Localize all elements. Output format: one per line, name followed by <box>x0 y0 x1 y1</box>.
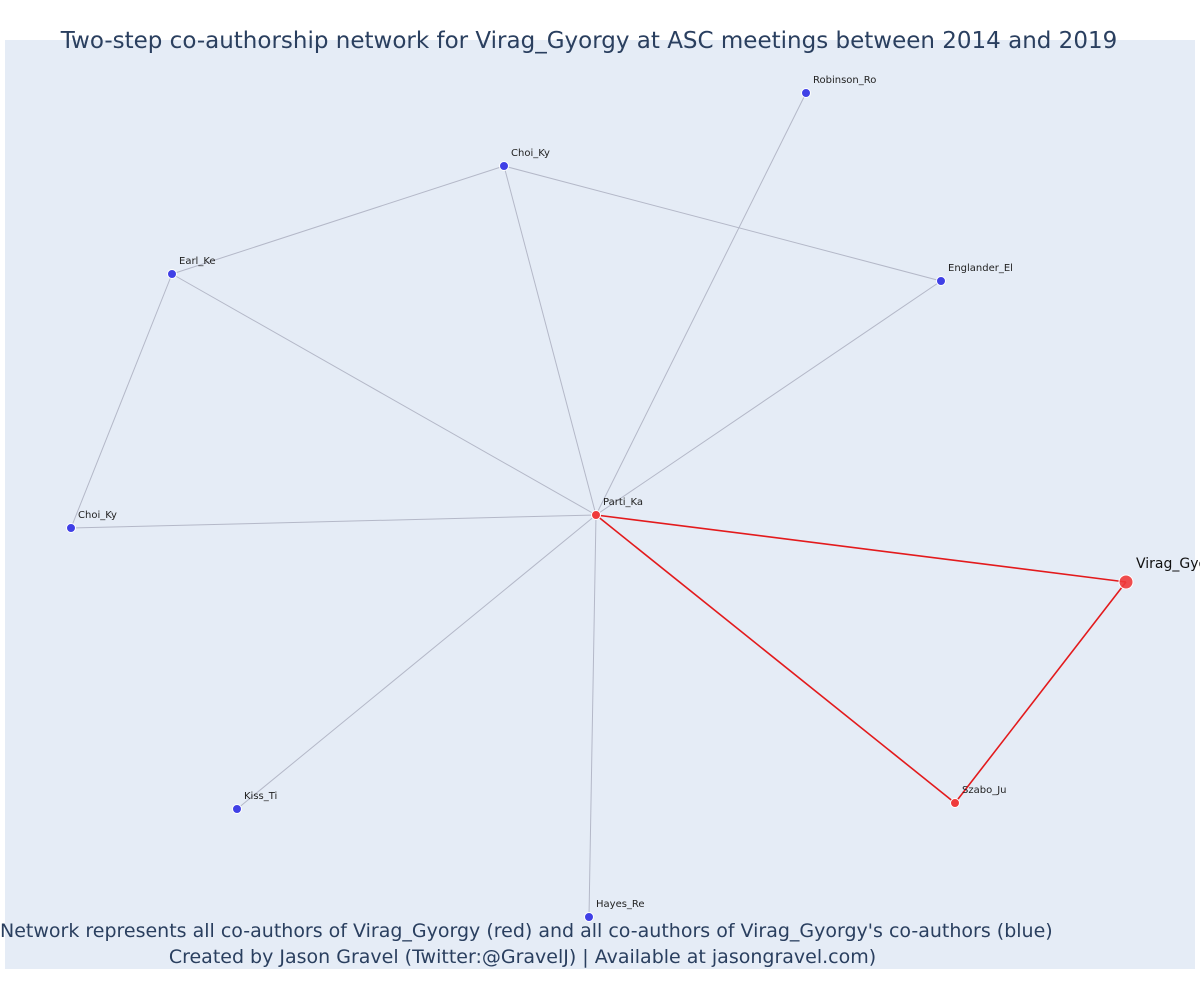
node-virag[interactable] <box>1118 574 1134 590</box>
nodes-layer <box>66 88 1134 922</box>
node-robinson[interactable] <box>801 88 811 98</box>
node-partika[interactable] <box>591 510 601 520</box>
node-choi1[interactable] <box>499 161 509 171</box>
node-label-hayes: Hayes_Re <box>596 899 645 910</box>
caption-line-2: Created by Jason Gravel (Twitter:@Gravel… <box>168 946 877 968</box>
node-label-szabo: Szabo_Ju <box>962 785 1006 796</box>
node-szabo[interactable] <box>950 798 960 808</box>
edge-choi2-partika <box>70 514 597 529</box>
edge-kiss-partika <box>236 514 597 810</box>
edge-earl-partika <box>171 273 597 516</box>
edge-partika-szabo <box>595 514 956 804</box>
node-label-kiss: Kiss_Ti <box>244 791 277 802</box>
node-label-robinson: Robinson_Ro <box>813 75 876 86</box>
caption-line-1: Network represents all co-authors of Vir… <box>0 920 1053 942</box>
edge-choi1-partika <box>503 165 597 516</box>
chart-title: Two-step co-authorship network for Virag… <box>60 28 1118 54</box>
node-label-englander: Englander_El <box>948 263 1013 274</box>
node-label-earl: Earl_Ke <box>179 256 216 267</box>
edge-choi1-englander <box>503 165 942 282</box>
chart-caption: Network represents all co-authors of Vir… <box>0 918 1053 970</box>
node-kiss[interactable] <box>232 804 242 814</box>
plot-area <box>5 40 1195 969</box>
node-label-choi2: Choi_Ky <box>78 510 117 521</box>
node-hayes[interactable] <box>584 912 594 922</box>
edge-choi1-earl <box>171 165 505 275</box>
edge-partika-virag <box>595 514 1127 583</box>
node-choi2[interactable] <box>66 523 76 533</box>
edge-englander-partika <box>595 280 942 516</box>
edge-szabo-virag <box>954 581 1127 804</box>
node-englander[interactable] <box>936 276 946 286</box>
node-earl[interactable] <box>167 269 177 279</box>
edge-robinson-partika <box>595 92 807 516</box>
edge-hayes-partika <box>588 514 597 918</box>
node-label-partika: Parti_Ka <box>603 497 643 508</box>
edge-earl-choi2 <box>70 273 173 529</box>
node-label-choi1: Choi_Ky <box>511 148 550 159</box>
node-label-virag: Virag_Gyorgy <box>1136 556 1200 572</box>
edges-layer <box>70 92 1127 918</box>
